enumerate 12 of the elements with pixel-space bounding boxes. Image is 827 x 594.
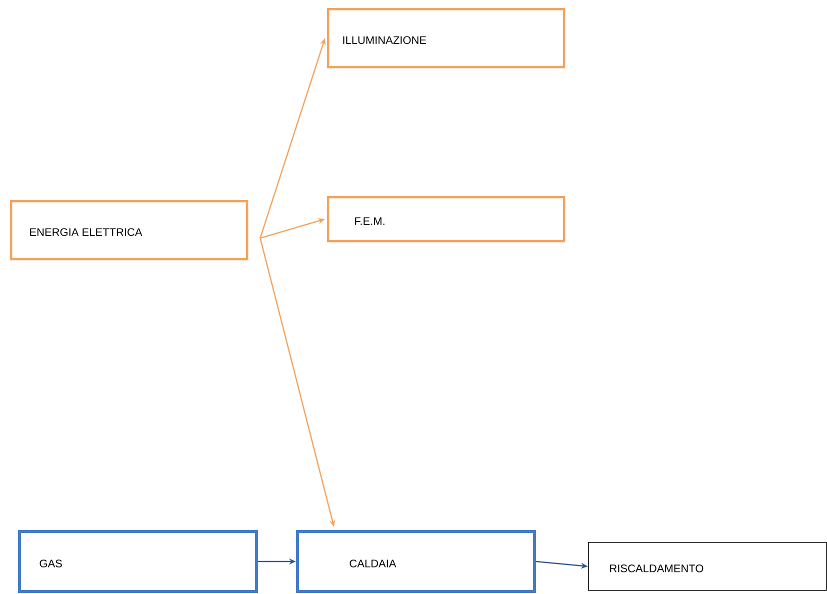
node-label: RISCALDAMENTO xyxy=(610,564,704,572)
node-label: CALDAIA xyxy=(350,560,396,568)
node-label: GAS xyxy=(40,560,62,568)
process-box xyxy=(296,530,536,593)
output-box xyxy=(588,542,827,591)
node-label: F.E.M. xyxy=(355,217,384,225)
node-label: ILLUMINAZIONE xyxy=(343,36,426,44)
energy-box xyxy=(327,196,566,242)
node-label: ENERGIA ELETTRICA xyxy=(30,228,142,236)
energy-box xyxy=(10,200,248,260)
process-box xyxy=(18,530,258,593)
energy-box xyxy=(327,8,566,68)
